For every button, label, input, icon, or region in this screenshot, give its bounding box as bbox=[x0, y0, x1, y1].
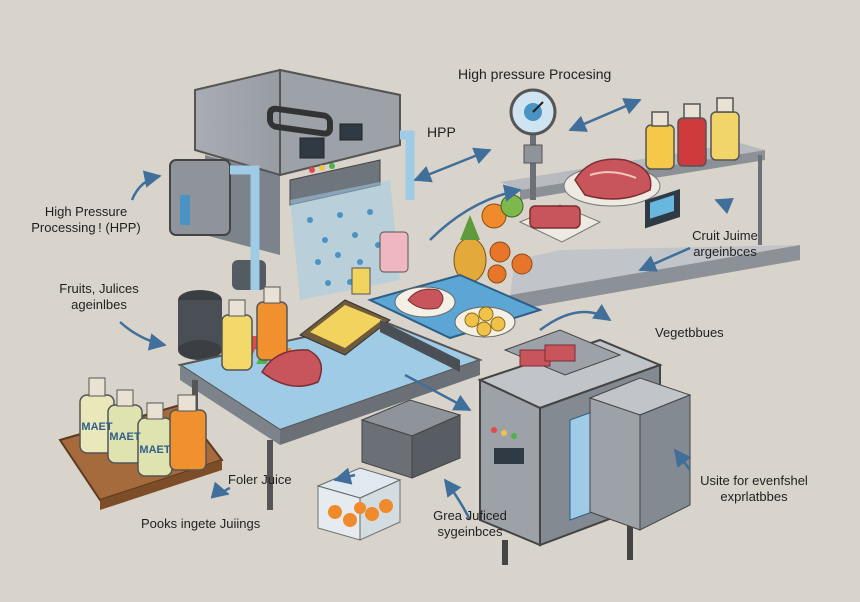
label-vegetbbues: Vegetbbues bbox=[655, 325, 724, 340]
label-cruit-line2: argeinbces bbox=[693, 244, 757, 259]
right-machine bbox=[477, 189, 692, 565]
label-hpp-full-line1: High Pressure bbox=[44, 204, 128, 219]
label-pooks: Pooks ingete Juiings bbox=[141, 516, 261, 531]
label-grea: Grea Juficed sygeinbces bbox=[410, 508, 530, 540]
label-grea-line1: Grea Juficed bbox=[433, 508, 507, 523]
flow-arrows bbox=[119, 98, 734, 521]
pressure-gauge bbox=[509, 88, 557, 200]
label-usite-line1: Usite for evenfshel bbox=[700, 473, 808, 488]
label-grea-line2: sygeinbces bbox=[437, 524, 503, 539]
label-hpp-short: HPP bbox=[427, 124, 456, 140]
meat-tray bbox=[518, 204, 602, 243]
board-bottles: MAET MAET MAET bbox=[79, 377, 207, 477]
dark-box bbox=[360, 399, 462, 479]
fruits-pile bbox=[453, 194, 533, 284]
bottle-label-3: MAET bbox=[139, 444, 170, 456]
label-hpp-full: High Pressure Processing ! (HPP) bbox=[26, 204, 146, 236]
label-hpp-title: High pressure Procesing bbox=[458, 66, 612, 82]
label-fruits-line2: ageinlbes bbox=[71, 297, 127, 312]
bottle-label-2: MAET bbox=[109, 431, 140, 443]
label-foler-juice: Foler Juice bbox=[228, 472, 292, 487]
label-fruits-line1: Fruits, Julices bbox=[59, 281, 139, 296]
label-fruits: Fruits, Julices ageinlbes bbox=[44, 281, 154, 313]
shelf-bottles bbox=[645, 97, 740, 170]
label-cruit-line1: Cruit Juime bbox=[692, 228, 758, 243]
label-usite: Usite for evenfshel exprlatbbes bbox=[684, 473, 824, 505]
label-usite-line2: exprlatbbes bbox=[720, 489, 788, 504]
conveyor bbox=[225, 273, 543, 372]
carrot-container bbox=[316, 467, 402, 541]
label-cruit: Cruit Juime argeinbces bbox=[670, 228, 780, 260]
machine-bottles bbox=[221, 231, 409, 387]
label-hpp-full-line2: Processing ! (HPP) bbox=[31, 220, 141, 235]
meat-plate-top bbox=[563, 158, 661, 207]
bottle-label-1: MAET bbox=[81, 421, 112, 433]
